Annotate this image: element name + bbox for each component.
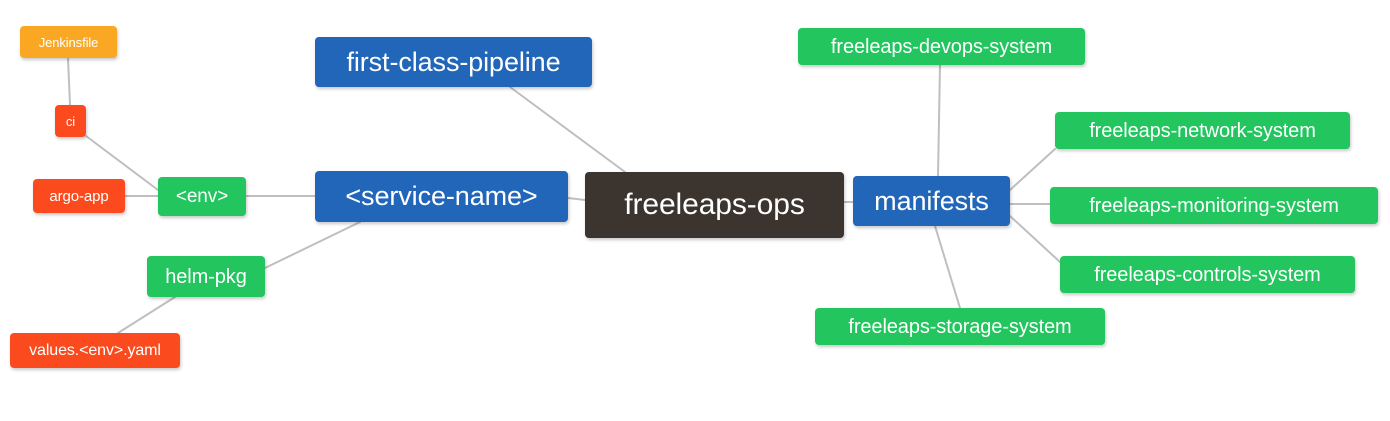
node-label: values.<env>.yaml [29, 341, 161, 359]
edge-helm-pkg-to-service-name [264, 221, 361, 269]
node-freeleaps-controls-system[interactable]: freeleaps-controls-system [1060, 256, 1355, 293]
node-label: first-class-pipeline [346, 46, 561, 77]
edge-manifests-to-freeleaps-storage-system [934, 225, 961, 309]
edge-manifests-to-freeleaps-devops-system [937, 64, 941, 177]
node-values-env-yaml[interactable]: values.<env>.yaml [10, 333, 180, 368]
node-label: ci [65, 113, 76, 129]
node-label: Jenkinsfile [38, 34, 99, 50]
node-label: freeleaps-monitoring-system [1089, 194, 1339, 217]
node-freeleaps-network-system[interactable]: freeleaps-network-system [1055, 112, 1350, 149]
node-freeleaps-devops-system[interactable]: freeleaps-devops-system [798, 28, 1085, 65]
node-manifests[interactable]: manifests [853, 176, 1010, 226]
node-label: argo-app [49, 187, 109, 205]
node-label: helm-pkg [165, 265, 247, 288]
node-jenkinsfile[interactable]: Jenkinsfile [20, 26, 117, 58]
node-helm-pkg[interactable]: helm-pkg [147, 256, 265, 297]
edge-first-class-pipeline-to-freeleaps-ops [509, 86, 626, 173]
node-label: freeleaps-storage-system [848, 315, 1072, 338]
node-label: <env> [175, 186, 229, 207]
edge-manifests-to-freeleaps-network-system [1009, 148, 1056, 191]
node-label: freeleaps-ops [624, 188, 805, 221]
edge-jenkinsfile-to-ci [67, 57, 71, 106]
node-ci[interactable]: ci [55, 105, 86, 137]
node-freeleaps-monitoring-system[interactable]: freeleaps-monitoring-system [1050, 187, 1378, 224]
node-first-class-pipeline[interactable]: first-class-pipeline [315, 37, 592, 87]
node-argo-app[interactable]: argo-app [33, 179, 125, 213]
node-label: freeleaps-network-system [1089, 119, 1316, 142]
edge-values-env-yaml-to-helm-pkg [117, 296, 176, 334]
node-service-name[interactable]: <service-name> [315, 171, 568, 222]
node-label: freeleaps-devops-system [830, 35, 1053, 58]
node-freeleaps-ops[interactable]: freeleaps-ops [585, 172, 844, 238]
edge-service-name-to-freeleaps-ops [567, 197, 586, 201]
node-freeleaps-storage-system[interactable]: freeleaps-storage-system [815, 308, 1105, 345]
node-label: freeleaps-controls-system [1094, 263, 1321, 286]
node-env[interactable]: <env> [158, 177, 246, 216]
node-label: manifests [874, 185, 989, 216]
node-label: <service-name> [345, 181, 538, 211]
